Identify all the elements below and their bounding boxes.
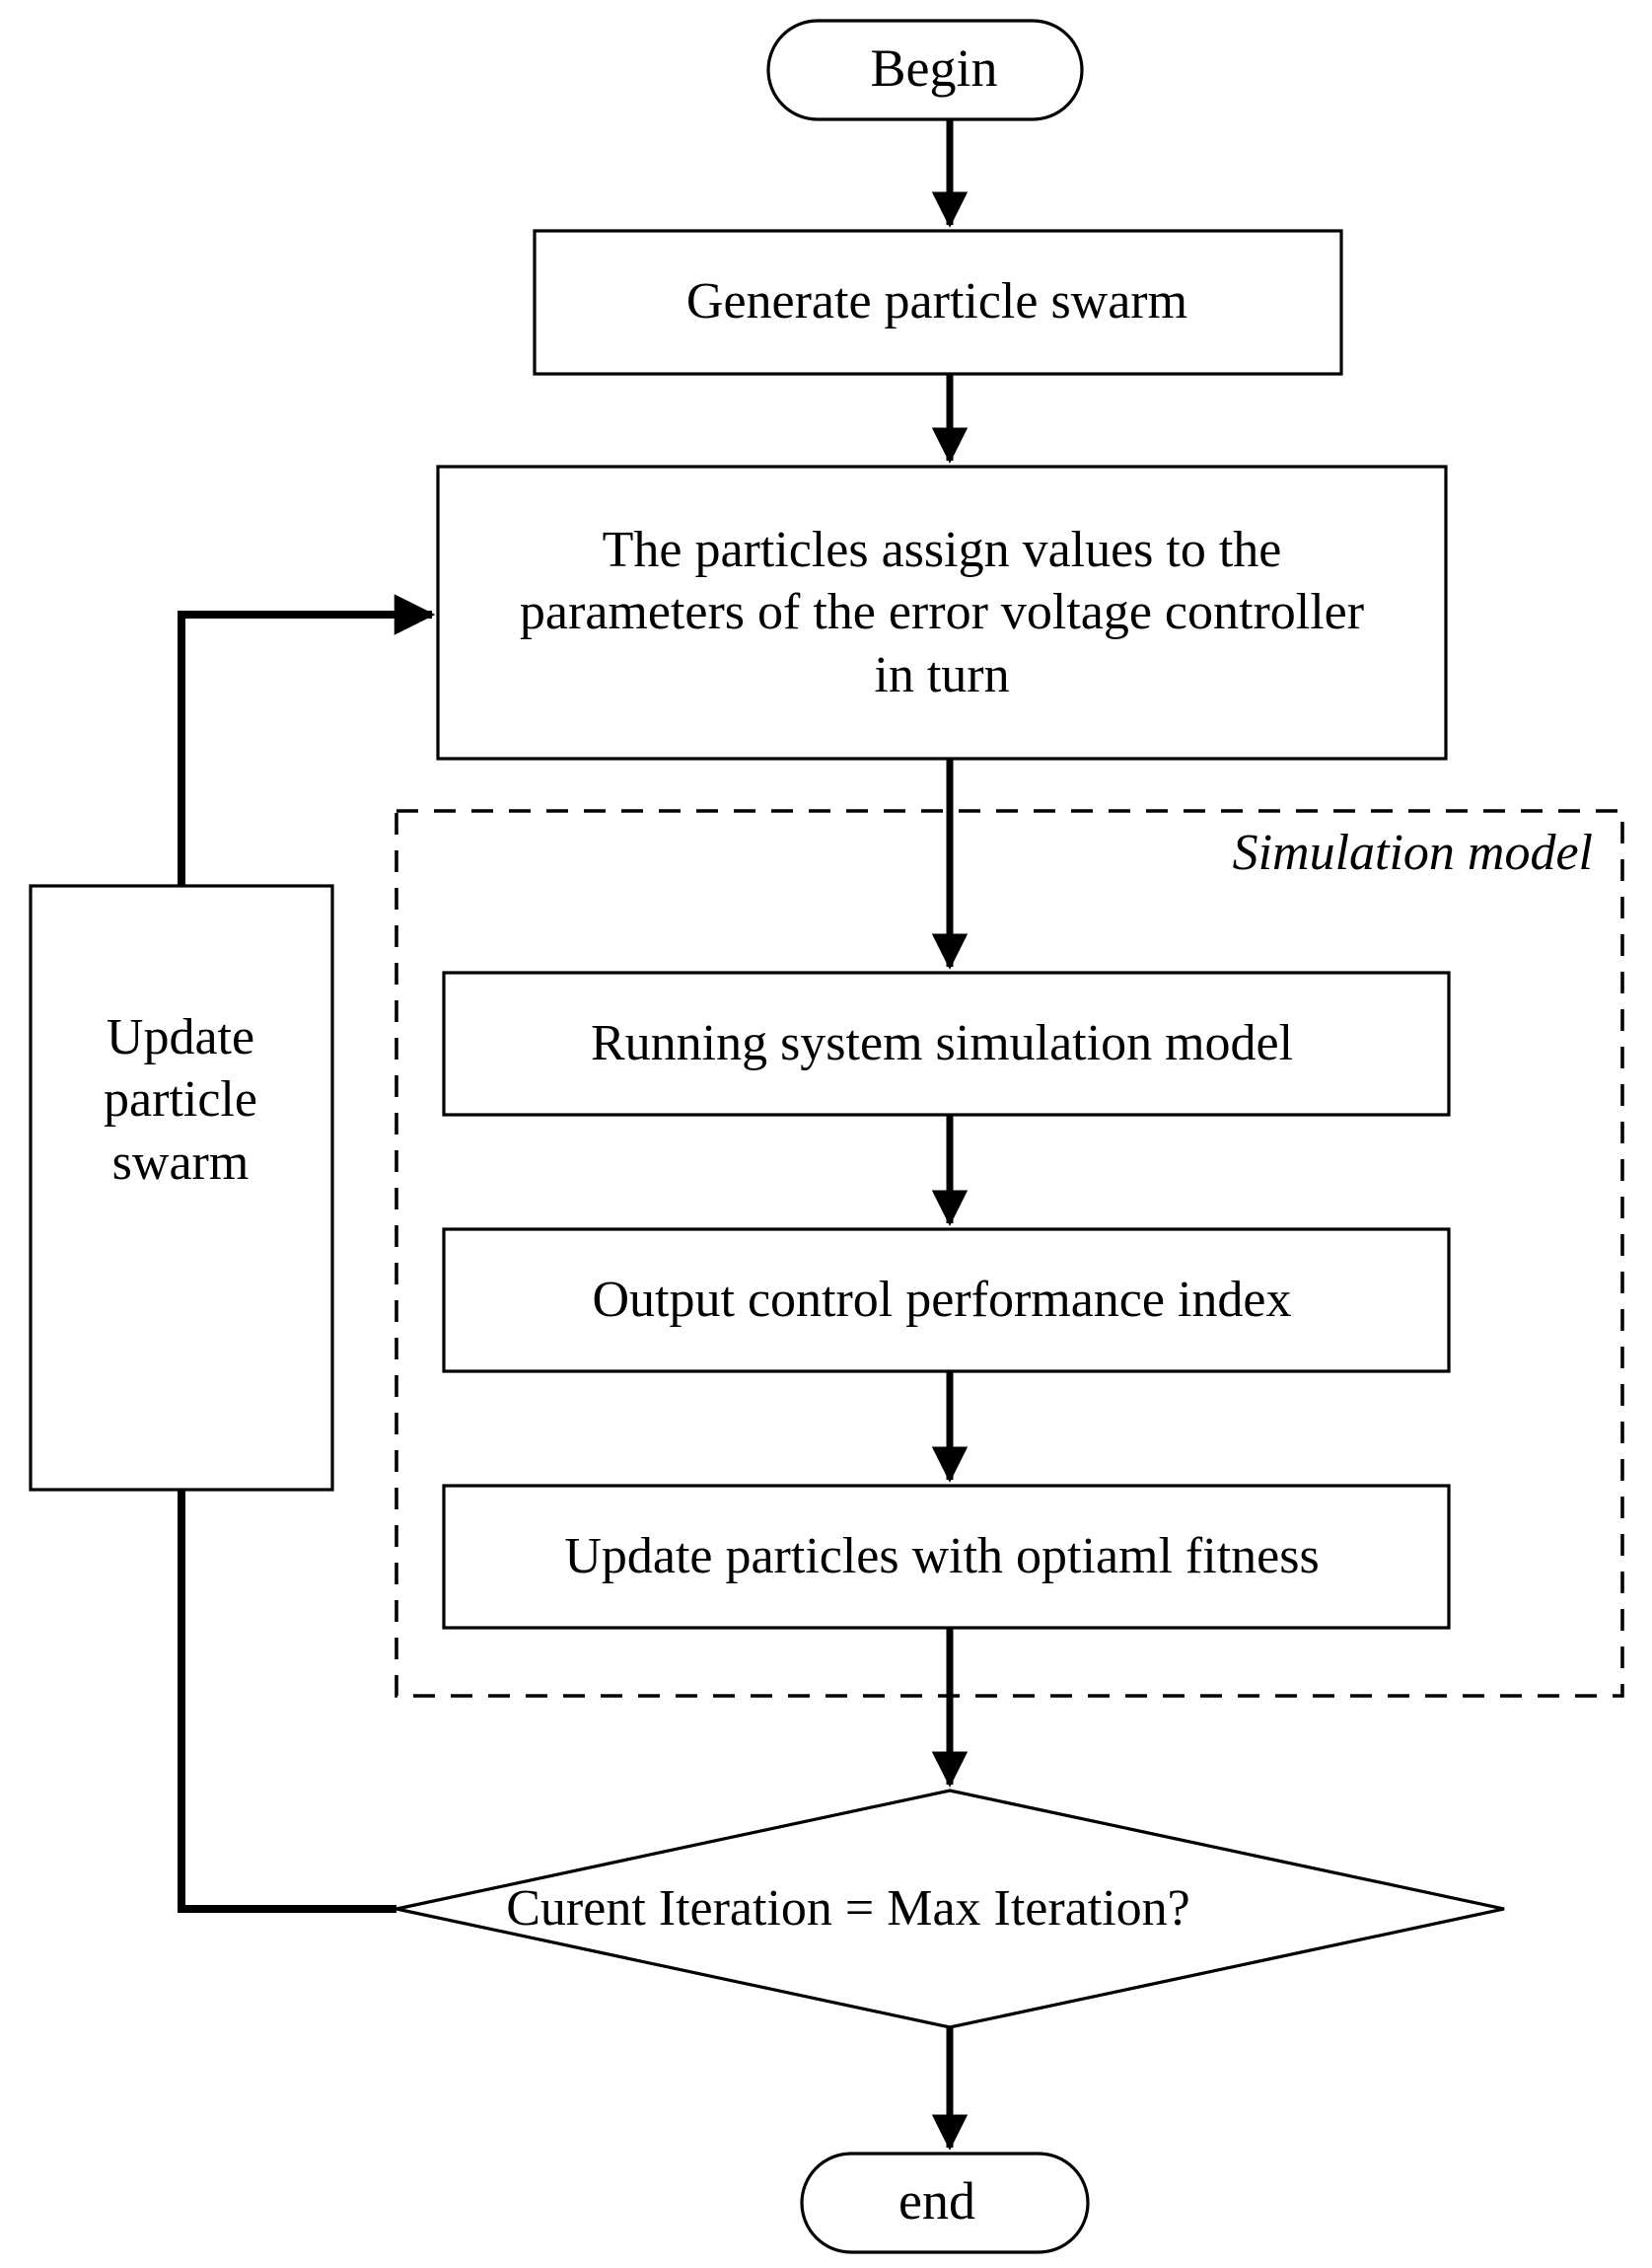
edge-update-swarm-to-assign [178, 594, 436, 886]
group-simulation-model-border [395, 809, 1624, 1698]
node-assign-shape[interactable] [436, 465, 1448, 761]
node-decision[interactable] [631, 1845, 1268, 1973]
node-assign[interactable] [438, 467, 1446, 759]
node-generate[interactable] [535, 231, 1341, 374]
node-begin-shape[interactable] [766, 19, 1084, 121]
node-output-shape[interactable] [442, 1227, 1451, 1373]
node-update-fitness-shape[interactable] [442, 1484, 1451, 1630]
node-generate-shape[interactable] [533, 229, 1343, 376]
node-update-swarm[interactable] [31, 886, 332, 1490]
edge-decision-to-update-swarm [178, 1490, 396, 1913]
node-running[interactable] [444, 973, 1449, 1115]
node-update-fitness[interactable] [444, 1486, 1449, 1628]
node-begin[interactable] [768, 21, 1082, 119]
node-end[interactable] [802, 2154, 1088, 2252]
node-update-swarm-shape[interactable] [29, 884, 334, 1492]
node-output[interactable] [444, 1229, 1449, 1371]
node-running-shape[interactable] [442, 971, 1451, 1117]
node-end-shape[interactable] [800, 2152, 1090, 2254]
